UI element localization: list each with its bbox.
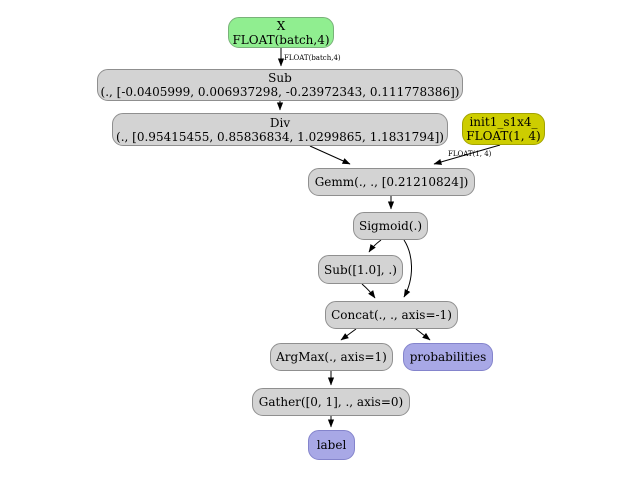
node-sigmoid-label: Sigmoid(.) [358,219,423,233]
node-sub-const-label: Sub([1.0], .) [324,262,397,277]
node-gemm: Gemm(., ., [0.21210824]) [308,168,475,196]
edge-label-float-batch-4: FLOAT(batch,4) [284,54,341,62]
node-init1-s1x4-type: FLOAT(1, 4) [466,129,541,143]
node-gemm-label: Gemm(., ., [0.21210824]) [314,175,469,189]
edge-init-to-gemm [433,144,501,165]
edge-sigmoid-to-concat [403,239,412,298]
node-sub-args: (., [-0.0405999, 0.006937298, -0.2397234… [100,85,460,99]
node-div-args: (., [0.95415455, 0.85836834, 1.0299865, … [116,129,444,144]
node-gather-label: Gather([0, 1], ., axis=0) [258,395,404,409]
node-probabilities-output: probabilities [403,343,493,371]
edge-concat-to-argmax [340,328,357,341]
node-sub-op: Sub [268,71,292,85]
node-x-input-name: X [276,18,286,33]
node-sigmoid: Sigmoid(.) [353,212,428,240]
edge-div-to-gemm [309,145,351,165]
edge-concat-to-probabilities [415,328,431,341]
node-probabilities-label: probabilities [409,350,487,364]
node-concat: Concat(., ., axis=-1) [325,301,458,329]
node-concat-label: Concat(., ., axis=-1) [331,308,452,322]
node-sub: Sub (., [-0.0405999, 0.006937298, -0.239… [97,69,463,101]
node-init1-s1x4: init1_s1x4_ FLOAT(1, 4) [462,113,545,145]
node-argmax-label: ArgMax(., axis=1) [276,350,387,364]
node-label-output-label: label [316,438,347,452]
node-div: Div (., [0.95415455, 0.85836834, 1.02998… [112,113,448,146]
edge-sigmoid-to-sub [368,239,382,253]
node-sub-const: Sub([1.0], .) [318,255,403,284]
node-div-op: Div [269,115,291,130]
edge-label-float-1-4: FLOAT(1, 4) [448,150,492,158]
node-init1-s1x4-name: init1_s1x4_ [469,115,538,129]
node-x-input-type: FLOAT(batch,4) [232,32,330,47]
node-label-output: label [308,430,355,460]
node-gather: Gather([0, 1], ., axis=0) [252,388,410,416]
edge-sub-to-concat [361,283,376,299]
node-x-input: X FLOAT(batch,4) [228,17,334,48]
node-argmax: ArgMax(., axis=1) [270,343,393,371]
